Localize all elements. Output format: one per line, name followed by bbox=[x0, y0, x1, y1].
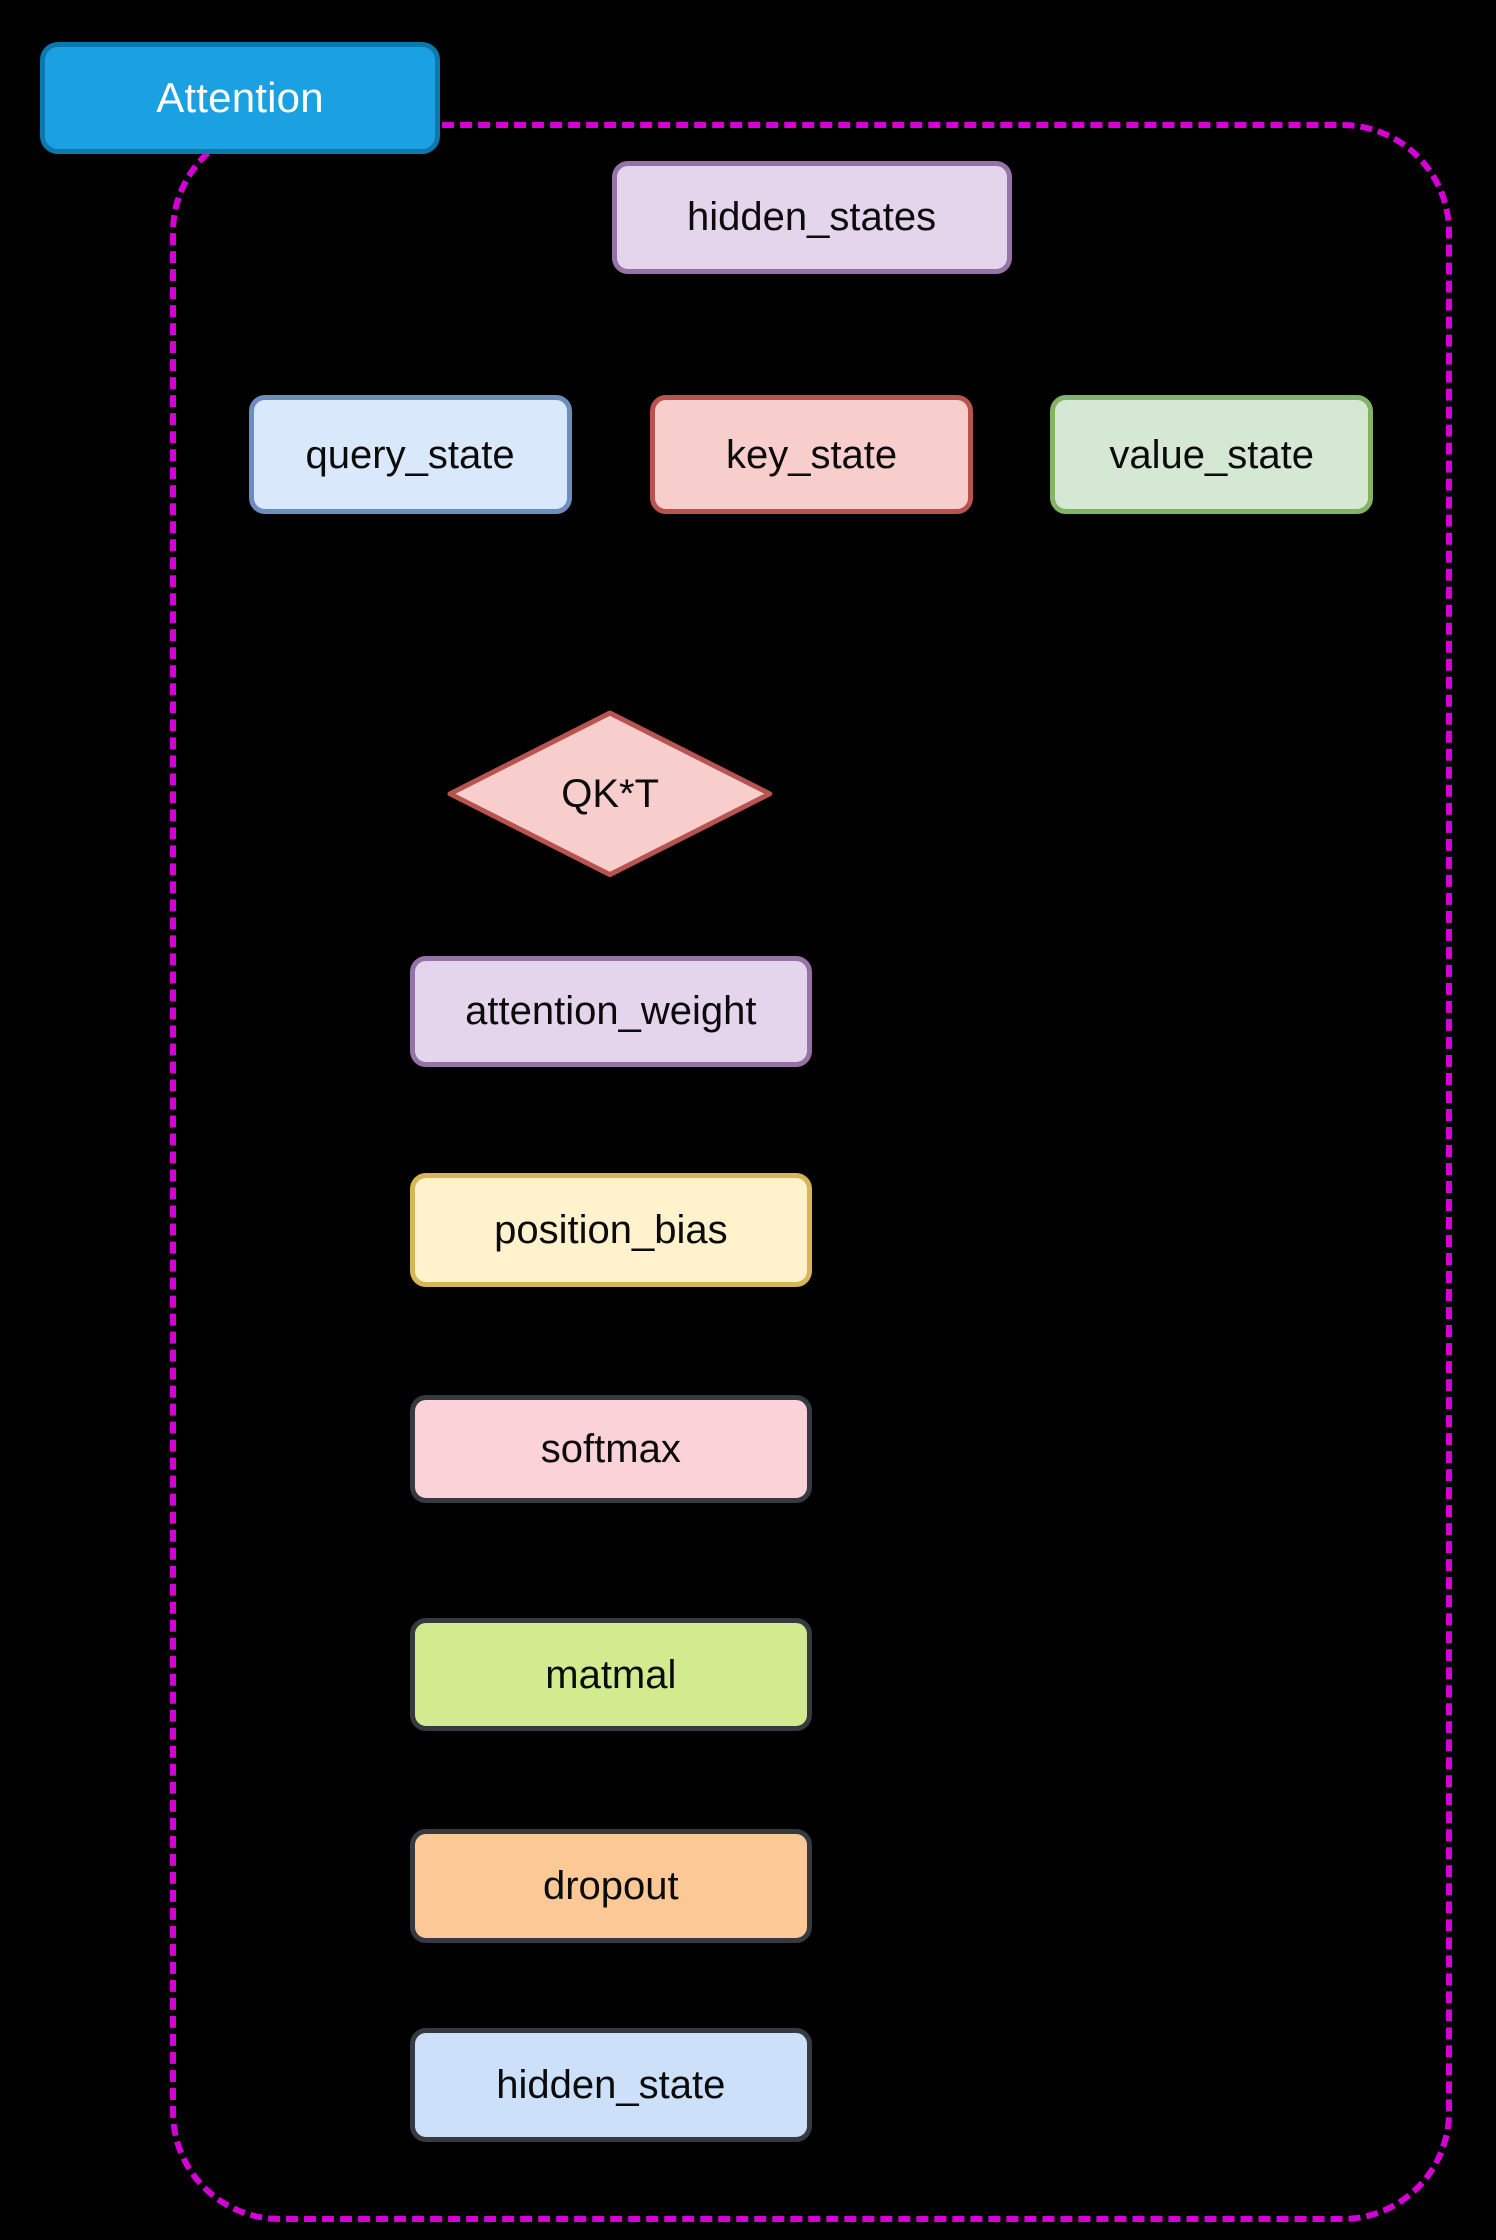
attention-subgraph-boundary bbox=[170, 122, 1452, 2222]
node-label-hidden_state: hidden_state bbox=[496, 2063, 726, 2108]
node-label-value_state: value_state bbox=[1109, 432, 1314, 477]
node-label-matmal: matmal bbox=[545, 1652, 677, 1697]
node-label-softmax: softmax bbox=[540, 1426, 681, 1471]
node-label-position_bias: position_bias bbox=[494, 1208, 728, 1253]
node-dropout[interactable]: dropout bbox=[410, 1829, 812, 1944]
node-label-hidden_states: hidden_states bbox=[687, 195, 937, 240]
node-label-key_state: key_state bbox=[725, 432, 898, 477]
node-label-attention_weight: attention_weight bbox=[465, 989, 757, 1034]
node-label-dropout: dropout bbox=[542, 1864, 679, 1909]
node-hidden_state[interactable]: hidden_state bbox=[410, 2028, 812, 2142]
node-qkt[interactable]: QK*T bbox=[447, 710, 773, 878]
node-matmal[interactable]: matmal bbox=[410, 1617, 812, 1732]
node-attention_weight[interactable]: attention_weight bbox=[410, 955, 812, 1067]
node-position_bias[interactable]: position_bias bbox=[410, 1173, 812, 1287]
node-value_state[interactable]: value_state bbox=[1050, 394, 1374, 515]
node-softmax[interactable]: softmax bbox=[410, 1394, 812, 1503]
node-label-query_state: query_state bbox=[305, 432, 515, 477]
node-query_state[interactable]: query_state bbox=[248, 394, 572, 515]
node-hidden_states[interactable]: hidden_states bbox=[611, 160, 1012, 275]
subgraph-title-attention[interactable]: Attention bbox=[40, 42, 440, 154]
node-key_state[interactable]: key_state bbox=[650, 394, 974, 515]
